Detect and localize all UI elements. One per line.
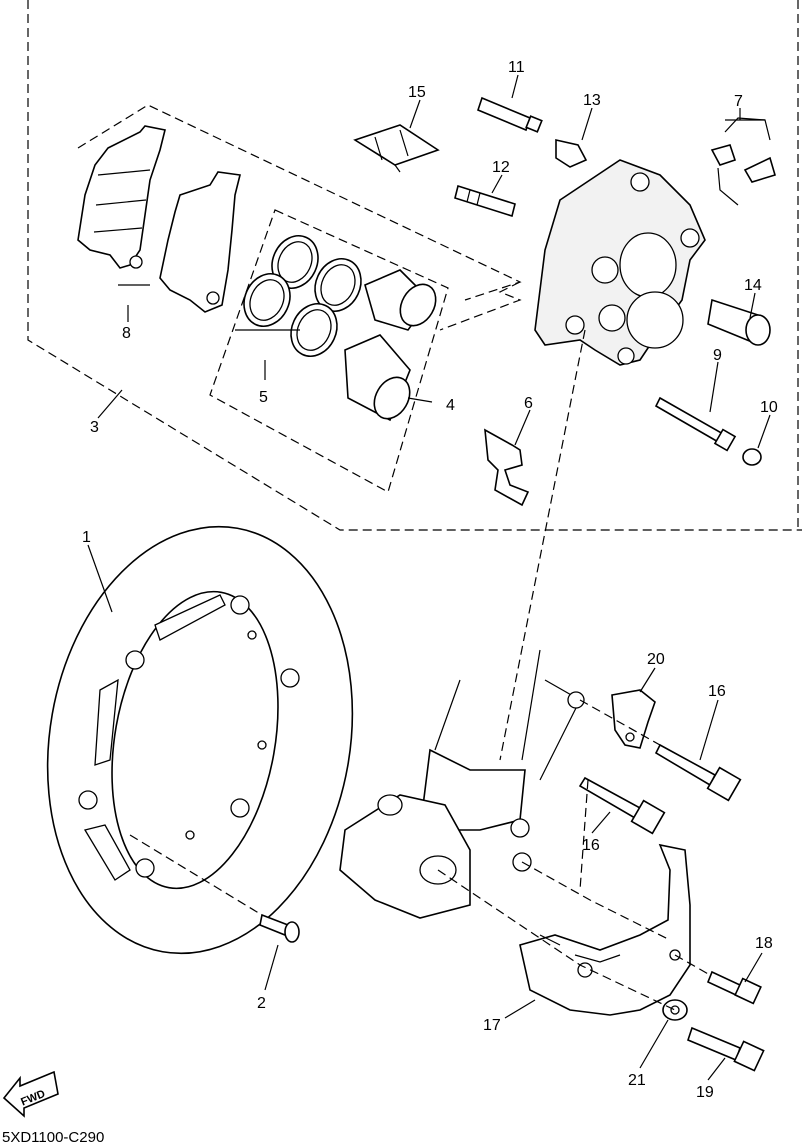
bleed-screw-7	[710, 117, 776, 206]
callout-8: 8	[122, 325, 131, 342]
caliper-body	[534, 159, 706, 366]
fork-leg	[339, 649, 585, 919]
caliper-pistons	[344, 269, 437, 422]
disc-bolt-2	[129, 834, 300, 943]
callout-14: 14	[744, 277, 762, 294]
leader-dash-3	[437, 869, 676, 1011]
bolt-18	[706, 970, 762, 1005]
pad-set-boundary	[77, 104, 522, 301]
brake-disc	[46, 525, 354, 955]
plug-13	[555, 138, 588, 168]
bolt-9	[654, 396, 737, 452]
leader-dash-1	[579, 699, 661, 746]
callout-leaders	[87, 74, 771, 1081]
slide-pin-14	[707, 298, 771, 346]
boot-10	[742, 448, 762, 466]
brake-pad-outer	[77, 125, 166, 269]
callout-9: 9	[713, 347, 722, 364]
callout-17: 17	[483, 1017, 501, 1034]
caliper-assembly-boundary	[27, 0, 802, 531]
callout-3: 3	[90, 419, 99, 436]
callout-16-lower: 16	[582, 837, 600, 854]
callout-16-upper: 16	[708, 683, 726, 700]
bolt-16-upper	[654, 743, 742, 802]
pad-spring-6	[484, 428, 530, 507]
callout-11: 11	[508, 59, 525, 76]
leader-dash-4	[674, 954, 711, 976]
mount-centerline	[499, 329, 586, 761]
callout-20: 20	[647, 651, 665, 668]
callout-5: 5	[259, 389, 268, 406]
callout-12: 12	[492, 159, 510, 176]
leader-dash-2	[521, 861, 671, 941]
leader-dash-5	[579, 779, 589, 891]
plate-20	[611, 689, 656, 749]
piston-kit-boundary	[209, 209, 449, 493]
brake-pad-inner	[159, 171, 241, 313]
pad-set-boundary-2	[439, 281, 522, 331]
disc-guard-17	[519, 843, 691, 1016]
callout-1: 1	[82, 529, 91, 546]
pad-pin-12	[454, 184, 516, 218]
bolt-19	[687, 1026, 765, 1072]
bolt-16-lower	[578, 776, 666, 835]
diagram-code: 5XD1100-C290	[2, 1129, 104, 1145]
callout-15: 15	[408, 84, 426, 101]
fwd-arrow-icon: FWD	[2, 1070, 59, 1118]
callout-18: 18	[755, 935, 773, 952]
callout-4: 4	[446, 397, 455, 414]
callout-7: 7	[734, 93, 743, 110]
pad-spring-15	[353, 124, 440, 173]
pad-pin-11	[477, 96, 543, 133]
callout-6: 6	[524, 395, 533, 412]
callout-13: 13	[583, 92, 601, 109]
piston-seals	[243, 235, 362, 357]
callout-2: 2	[257, 995, 266, 1012]
callout-10: 10	[760, 399, 778, 416]
callout-21: 21	[628, 1072, 646, 1089]
washer-21	[662, 999, 688, 1021]
callout-19: 19	[696, 1084, 714, 1101]
